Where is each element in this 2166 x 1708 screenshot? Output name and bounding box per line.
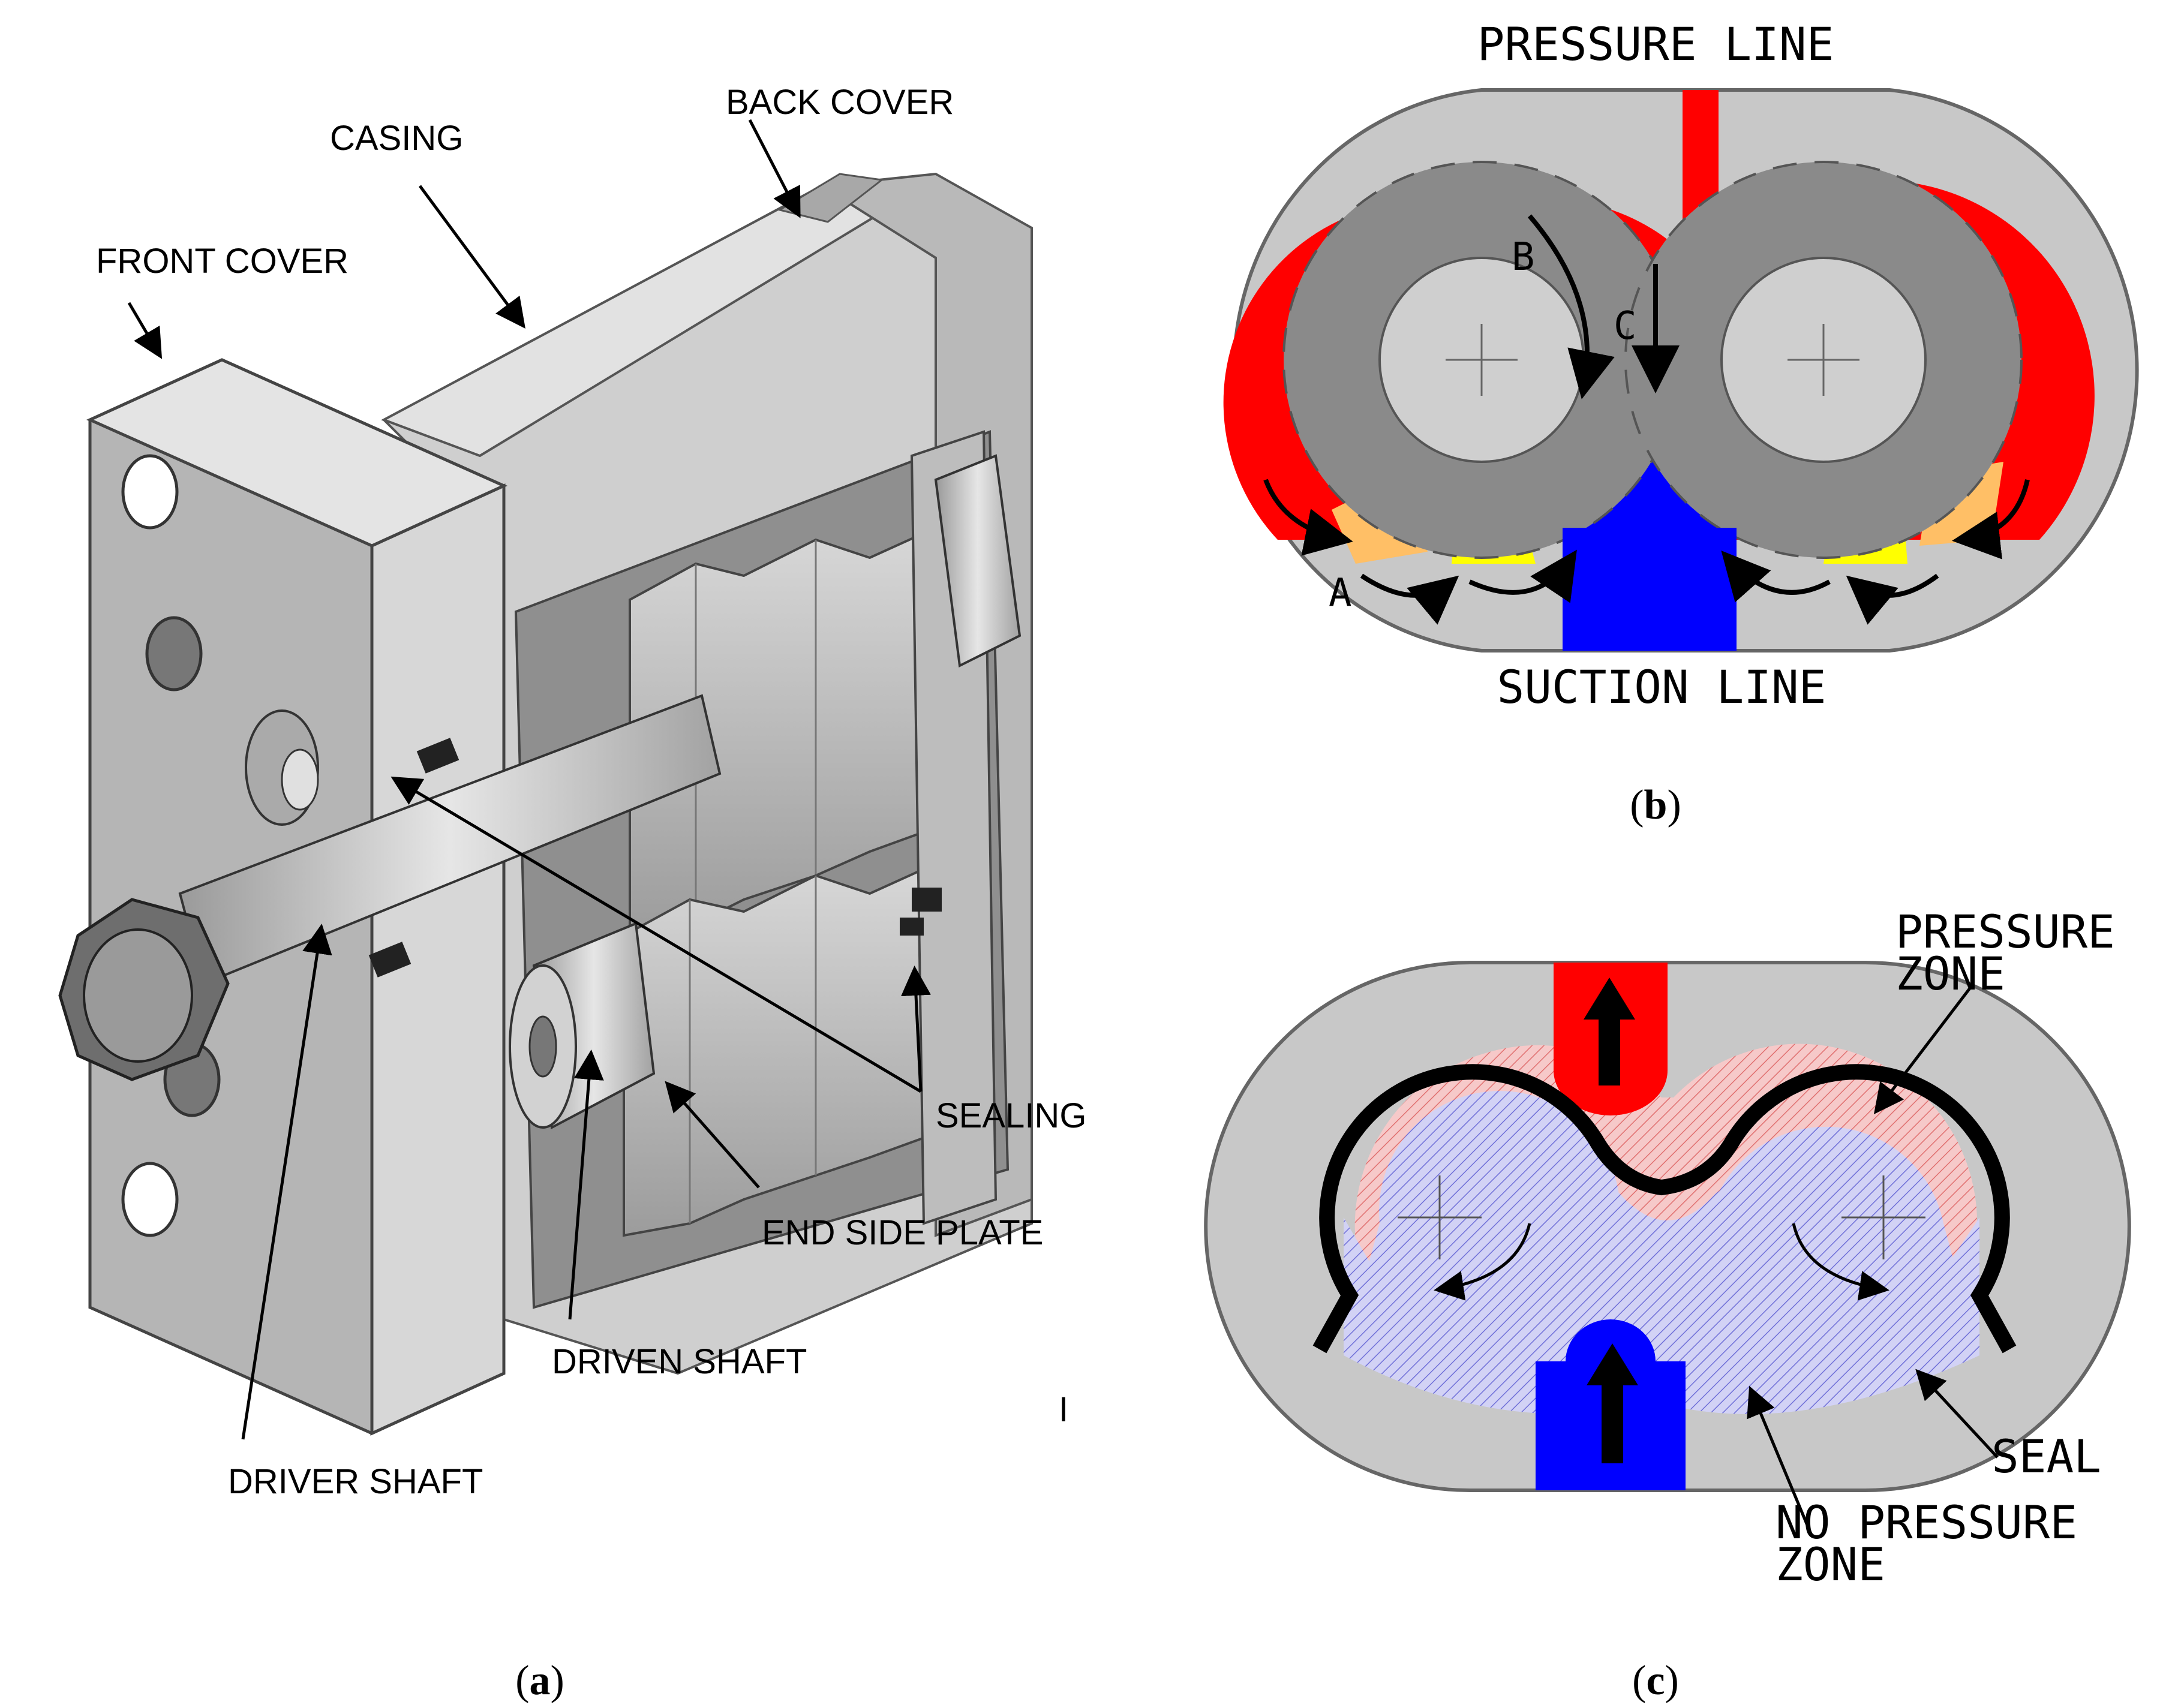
stray-mark: I: [1059, 1390, 1068, 1429]
back-cover-lug: [777, 173, 884, 223]
panel-b-cross-section: PRESSURE LINE SUCTION LINE A B C (b): [1223, 17, 2139, 828]
caption-a: (a): [515, 1658, 564, 1704]
panel-c-leaders: [1747, 982, 1999, 1536]
label-back-cover: BACK COVER: [726, 83, 954, 122]
flow-arrows-c: [1584, 978, 1638, 1463]
label-no-pressure-zone-1: NO PRESSURE: [1776, 1496, 2077, 1549]
rotation-arrow-left: [1434, 1223, 1531, 1301]
front-cover-top: [86, 358, 508, 548]
label-no-pressure-zone-2: ZONE: [1776, 1538, 1885, 1591]
panel-a-cutaway: BACK COVER CASING FRONT COVER SEALING EN…: [58, 83, 1086, 1704]
label-seal: SEAL: [1991, 1430, 2101, 1483]
caption-c: (c): [1632, 1658, 1679, 1704]
flow-arrows-b: [1263, 214, 2030, 625]
label-point-a: A: [1329, 571, 1352, 615]
label-end-side-plate: END SIDE PLATE: [762, 1213, 1044, 1252]
rotation-arrow-right: [1792, 1223, 1889, 1301]
label-point-c: C: [1614, 304, 1637, 348]
label-driver-shaft: DRIVER SHAFT: [228, 1462, 483, 1501]
label-sealing: SEALING: [936, 1096, 1086, 1135]
crosshair-left-c: [1398, 1175, 1482, 1259]
no-pressure-zone-inner: [1344, 1091, 1979, 1403]
crosshair-right-c: [1841, 1175, 1925, 1259]
panel-c-pressure-zones: PRESSURE ZONE SEAL NO PRESSURE ZONE (c): [1204, 905, 2131, 1704]
bolt-hole-1: [121, 454, 179, 530]
label-driven-shaft: DRIVEN SHAFT: [552, 1342, 807, 1381]
pressure-port-tip: [1554, 1070, 1668, 1115]
driven-gear: [623, 862, 985, 1237]
label-suction-line: SUCTION LINE: [1497, 660, 1826, 714]
crosshair-left-b: [1446, 324, 1518, 396]
seal-block-1: [912, 888, 942, 912]
suction-port-tip: [1566, 1319, 1656, 1361]
seal-line: [1312, 1064, 2017, 1354]
nut-face: [83, 928, 193, 1063]
label-point-b: B: [1512, 235, 1535, 279]
driven-shaft: [509, 922, 656, 1130]
label-pressure-zone-2: ZONE: [1895, 947, 2005, 1000]
label-pressure-zone-1: PRESSURE: [1895, 905, 2115, 958]
label-casing: CASING: [330, 119, 463, 158]
panel-a-leaders: [127, 119, 931, 1440]
label-pressure-line: PRESSURE LINE: [1477, 17, 1834, 71]
crosshair-right-b: [1788, 324, 1859, 396]
seal-block-2: [900, 918, 924, 936]
suction-line-port: [1563, 528, 1737, 651]
label-front-cover: FRONT COVER: [96, 242, 349, 281]
caption-b: (b): [1630, 782, 1681, 828]
bolt-hole-4: [121, 1162, 179, 1237]
back-shaft-stub: [934, 454, 1022, 668]
bolt-hole-2: [145, 616, 203, 691]
driver-shaft: [178, 694, 722, 985]
